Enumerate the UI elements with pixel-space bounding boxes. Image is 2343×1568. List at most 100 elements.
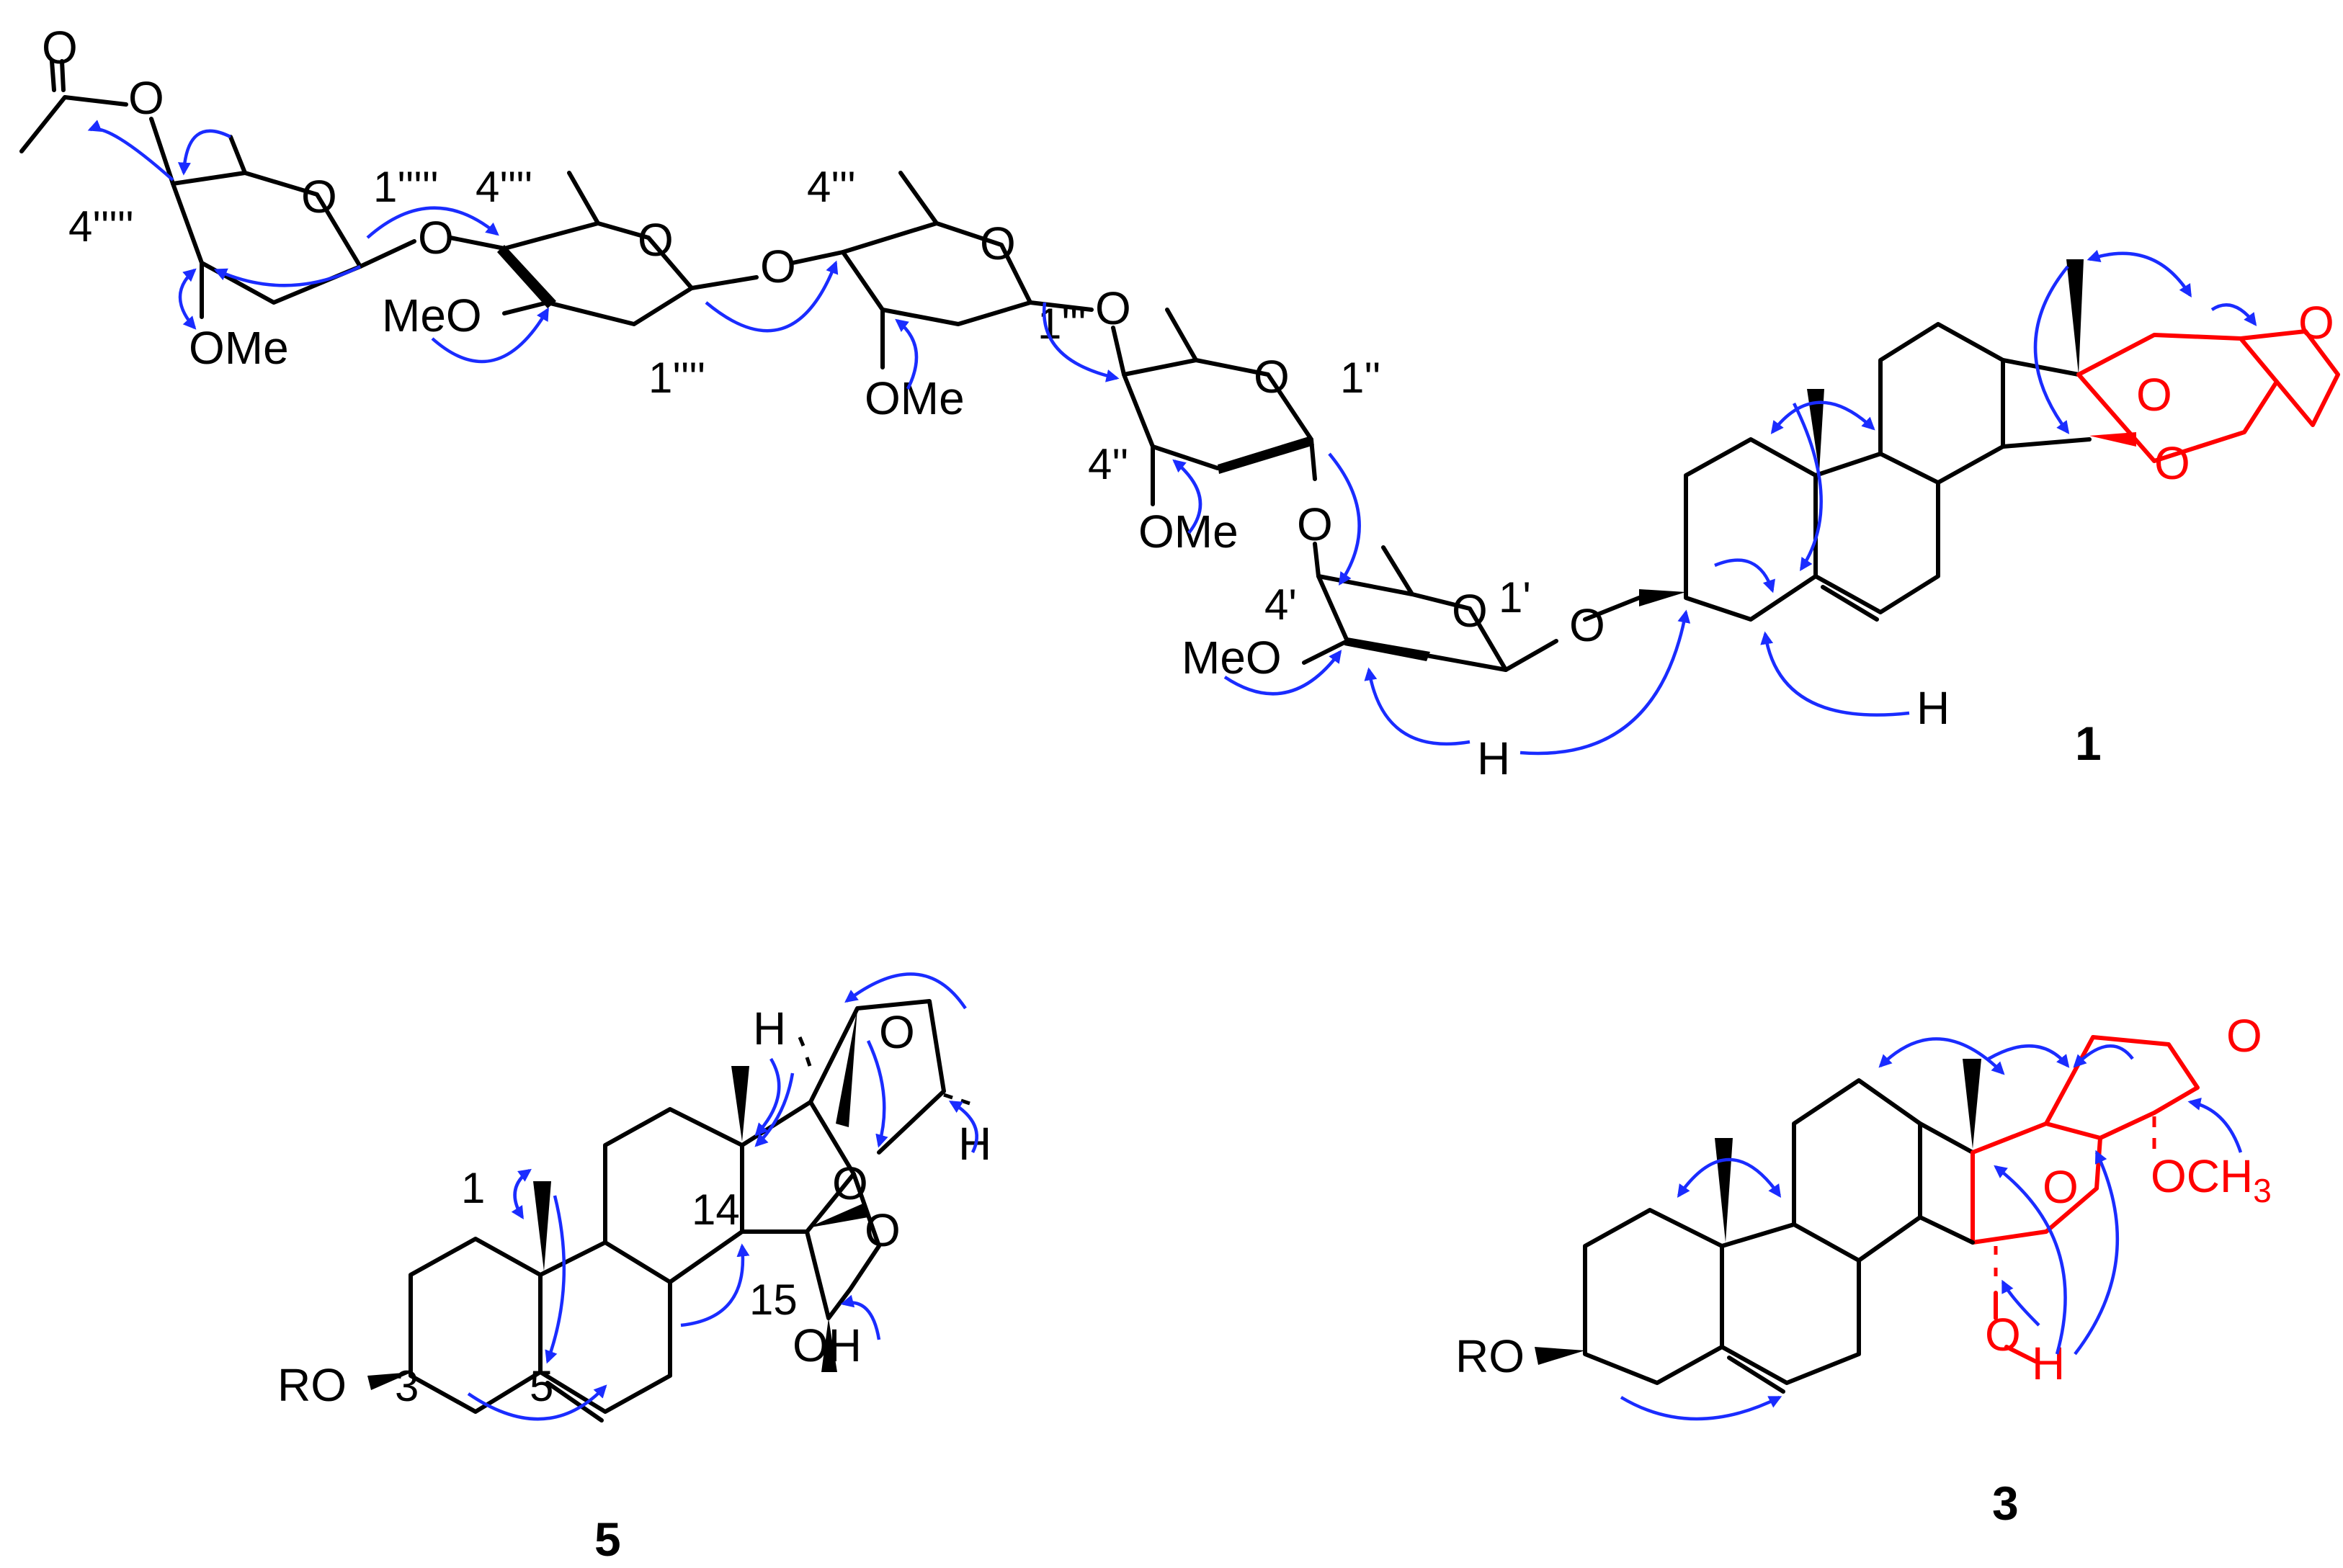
c3-hydroxyl [1994, 1291, 2038, 1363]
c5-c10-methyl-wedge [533, 1181, 551, 1271]
compound-3-labels: RO O O OCH3 O H 3 [1455, 1010, 2272, 1530]
c5-ring-e [805, 1172, 881, 1320]
furan-o: O [2298, 297, 2334, 349]
compound-3-structure [1535, 1035, 2200, 1394]
c3-och3: OCH3 [2151, 1150, 2272, 1209]
compound-5-labels: RO 3 5 1 14 15 OH O O O H H 5 [277, 1003, 991, 1566]
c5-c13-methyl-wedge [731, 1066, 749, 1142]
corr-arrow [705, 260, 839, 333]
sugar-6-ring [171, 135, 362, 319]
sugar-4-ome: OMe [865, 372, 965, 424]
corr-arrow [1714, 558, 1775, 593]
sugar-2-ring-o: O [1452, 585, 1488, 637]
c5-h-left: H [753, 1003, 786, 1054]
corr-arrow [754, 1072, 795, 1147]
locant-1-double: 1'' [1340, 354, 1380, 402]
locant-4-double: 4'' [1088, 440, 1128, 488]
c3-ring-o-top: O [2226, 1010, 2262, 1062]
c3-ring-c-top [1918, 1121, 1975, 1155]
corr-arrow [1878, 1037, 2005, 1075]
aglycone-ring-c-top [2001, 358, 2081, 377]
aglycone-ring-b [1813, 452, 1940, 622]
link-o-5-4: O [760, 241, 796, 292]
sugar-5-ring-o: O [638, 214, 674, 266]
corr-arrow [2033, 265, 2070, 434]
locant-1-sextuple: 1''''' [373, 163, 439, 211]
compound-1-sugar-chain [19, 59, 1641, 672]
corr-arrow [1172, 459, 1202, 534]
glycosidic-bond-5-4 [689, 250, 845, 290]
c3-ring-o-mid: O [2043, 1161, 2079, 1213]
c5-ring-a [409, 1237, 543, 1414]
link-o-4-3: O [1095, 282, 1131, 334]
c5-c16-wedge [836, 1008, 857, 1127]
corr-arrow [87, 120, 174, 182]
corr-arrow [178, 268, 197, 330]
sugar-5-bold-edge [497, 245, 556, 308]
c3-ring-c [1792, 1078, 1922, 1263]
sugar-6-ring-o: O [301, 171, 337, 223]
corr-arrow [1677, 1157, 1782, 1198]
corr-arrow [840, 1294, 881, 1340]
corr-arrow [213, 264, 362, 287]
locant-1-quintuple: 1'''' [648, 354, 705, 402]
c5-ring-o-b: O [832, 1157, 868, 1209]
c3-ring-top [2044, 1035, 2200, 1140]
corr-arrow [844, 972, 967, 1010]
corr-arrow [1760, 631, 1910, 717]
corr-arrow [2187, 1098, 2243, 1153]
corr-arrow [1519, 609, 1691, 756]
locant-1-prime: 1' [1499, 573, 1531, 622]
aglycone-ring-a [1684, 437, 1818, 622]
corr-arrow [1620, 1395, 1782, 1421]
compound-5-structure [367, 999, 970, 1423]
corr-arrow [177, 129, 232, 176]
sugar-6-ome: OMe [189, 322, 289, 374]
sugar-2-meo: MeO [1182, 632, 1282, 684]
compound-1-aglycone [1639, 259, 2340, 622]
sugar-4-ring [841, 171, 1032, 369]
c3-wedge [1639, 589, 1686, 606]
corr-arrow [2001, 1279, 2040, 1327]
c3-c13-methyl-wedge [1963, 1059, 1981, 1149]
corr-arrow [2074, 1150, 2119, 1356]
corr-arrow [948, 1101, 978, 1154]
corr-arrow [2073, 1044, 2134, 1068]
c3-c14 [1918, 1215, 1975, 1245]
c5-ring-o-a: O [879, 1006, 915, 1058]
locant-4-quadruple: 4''' [807, 163, 856, 211]
corr-arrow [467, 1384, 607, 1421]
c3-ro: RO [1455, 1330, 1525, 1382]
link-o-aglycone: O [1569, 599, 1605, 651]
c5-locant-1: 1 [461, 1164, 485, 1212]
c5-locant-15: 15 [749, 1276, 798, 1324]
sugar-2-bold-edge [1344, 637, 1430, 661]
corr-arrow [1770, 400, 1875, 434]
c5-ring-b [538, 1240, 672, 1423]
c5-hashed-bonds [798, 1036, 970, 1106]
c5-c14-wedge [807, 1203, 868, 1228]
c3-hydroxyl-o: O [1985, 1309, 2021, 1361]
bridge-o-a: O [2136, 369, 2172, 421]
c5-locant-5: 5 [530, 1362, 553, 1410]
locant-4-sextuple: 4''''' [68, 202, 134, 251]
glycosidic-bond-2-aglycone [1504, 596, 1641, 672]
c17-wedge [2089, 432, 2136, 447]
corr-arrow [545, 1195, 566, 1364]
c3-ring-a [1583, 1208, 1724, 1385]
c5-c3-wedge [367, 1372, 412, 1390]
c13-methyl-wedge [2066, 259, 2084, 375]
c5-oh: OH [793, 1320, 862, 1371]
sugar-4-ring-o: O [980, 218, 1016, 269]
c3-c3-wedge [1535, 1347, 1585, 1365]
corr-arrow [1328, 452, 1361, 586]
acetyl-carbonyl-o: O [42, 22, 78, 73]
corr-arrow [754, 1057, 781, 1137]
c5-ring-o-c: O [865, 1204, 901, 1256]
corr-arrow [895, 318, 919, 390]
corr-arrow [1223, 650, 1342, 696]
link-o-6-5: O [418, 212, 454, 264]
corr-arrow [366, 206, 499, 239]
sugar-5-meo: MeO [382, 290, 482, 341]
